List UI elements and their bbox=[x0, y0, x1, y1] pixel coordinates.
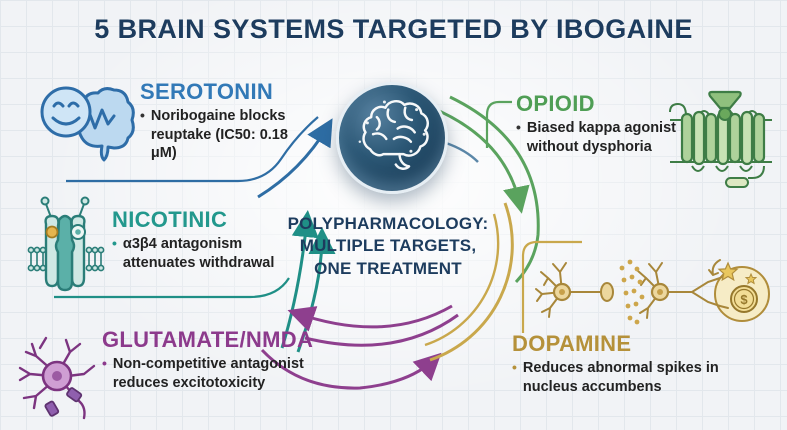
center-line-2: MULTIPLE TARGETS, bbox=[299, 236, 477, 256]
bullet-dot: • bbox=[512, 359, 517, 376]
serotonin-bullet: • Noribogaine blocks reuptake (IC50: 0.1… bbox=[140, 107, 292, 163]
nicotinic-section: NICOTINIC • α3β4 antagonism attenuates w… bbox=[112, 208, 302, 272]
dollar-coin-symbol: $ bbox=[740, 292, 748, 307]
dopamine-section: DOPAMINE • Reduces abnormal spikes in nu… bbox=[512, 332, 737, 396]
nicotinic-bullet-text: α3β4 antagonism attenuates withdrawal bbox=[122, 236, 275, 271]
nicotinic-label: NICOTINIC bbox=[112, 207, 228, 232]
purple-neuron-icon bbox=[18, 336, 96, 420]
brain-icon bbox=[358, 100, 429, 170]
synapse-reward-icon: $ bbox=[535, 259, 770, 325]
page-title: 5 BRAIN SYSTEMS TARGETED BY IBOGAINE bbox=[94, 14, 693, 44]
gpcr-receptor-icon bbox=[669, 90, 772, 188]
bullet-dot: • bbox=[102, 355, 107, 372]
center-message: POLYPHARMACOLOGY: MULTIPLE TARGETS, ONE … bbox=[284, 213, 492, 280]
serotonin-label: SEROTONIN bbox=[140, 79, 274, 104]
opioid-bullet: • Biased kappa agonist without dysphoria bbox=[516, 119, 678, 156]
opioid-section: OPIOID • Biased kappa agonist without dy… bbox=[516, 92, 686, 156]
serotonin-bullet-text: Noribogaine blocks reuptake (IC50: 0.18 … bbox=[150, 108, 288, 162]
nicotinic-receptor-icon bbox=[27, 196, 105, 292]
central-brain-badge bbox=[336, 82, 448, 194]
glutamate-label: GLUTAMATE/NMDA bbox=[102, 327, 314, 352]
center-line-1: POLYPHARMACOLOGY: bbox=[287, 214, 489, 233]
serotonin-section: SEROTONIN • Noribogaine blocks reuptake … bbox=[140, 80, 300, 163]
glutamate-bullet-text: Non-competitive antagonist reduces excit… bbox=[112, 356, 304, 391]
serotonin-icon-wrap bbox=[36, 80, 136, 168]
nicotinic-bullet: • α3β4 antagonism attenuates withdrawal bbox=[112, 235, 294, 272]
opioid-icon-wrap bbox=[668, 88, 774, 188]
bullet-dot: • bbox=[516, 119, 521, 136]
smiley-brain-icon bbox=[40, 86, 135, 162]
center-line-3: ONE TREATMENT bbox=[314, 258, 462, 278]
glutamate-bullet: • Non-competitive antagonist reduces exc… bbox=[102, 355, 308, 392]
nicotinic-icon-wrap bbox=[26, 190, 106, 295]
dopamine-bullet-text: Reduces abnormal spikes in nucleus accum… bbox=[522, 360, 719, 395]
glutamate-icon-wrap bbox=[12, 328, 104, 424]
glutamate-section: GLUTAMATE/NMDA • Non-competitive antagon… bbox=[102, 328, 317, 392]
dopamine-label: DOPAMINE bbox=[512, 331, 632, 356]
opioid-label: OPIOID bbox=[516, 91, 595, 116]
dopamine-bullet: • Reduces abnormal spikes in nucleus acc… bbox=[512, 359, 724, 396]
dopamine-icon-wrap: $ bbox=[532, 252, 777, 332]
opioid-bullet-text: Biased kappa agonist without dysphoria bbox=[526, 120, 676, 155]
bullet-dot: • bbox=[140, 107, 145, 124]
bullet-dot: • bbox=[112, 235, 117, 252]
